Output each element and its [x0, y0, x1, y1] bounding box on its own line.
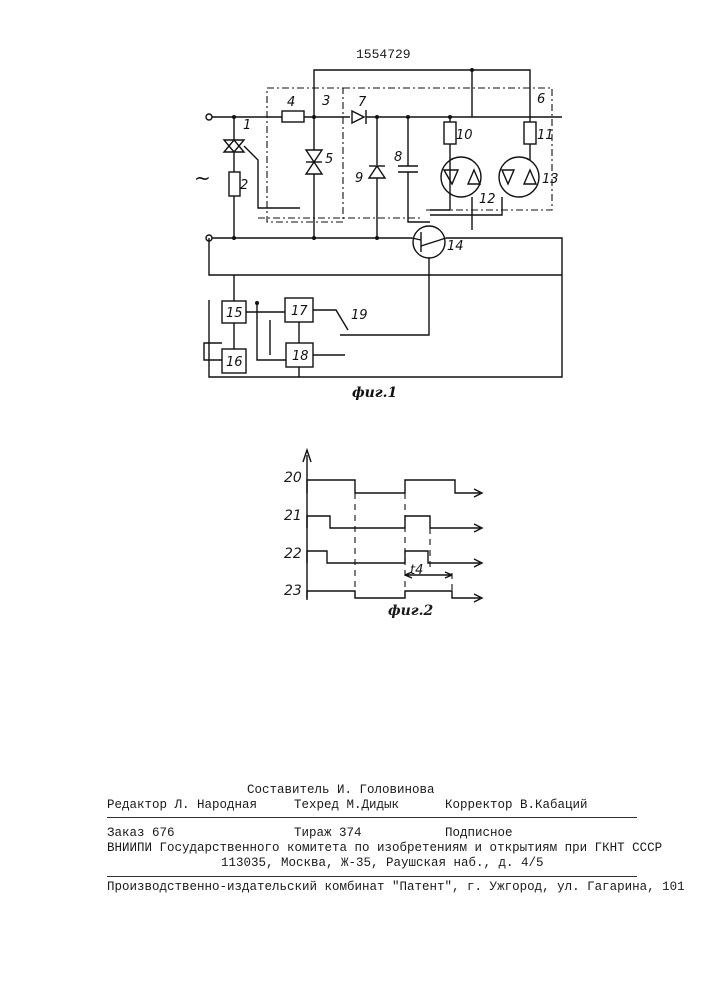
terminal-top	[206, 114, 212, 120]
optocoupler-12	[441, 157, 481, 197]
composer: Составитель И. Головинова	[247, 783, 435, 797]
label-16: 16	[226, 355, 243, 370]
label-13: 13	[542, 172, 559, 187]
publisher: Производственно-издательский комбинат "П…	[107, 880, 685, 894]
corrector: Корректор В.Кабаций	[445, 798, 588, 812]
label-9: 9	[355, 171, 363, 186]
rule-top	[107, 817, 637, 818]
row-label-21: 21	[284, 508, 302, 524]
label-17: 17	[291, 304, 308, 319]
order: Заказ 676	[107, 826, 175, 840]
institute: ВНИИПИ Государственного комитета по изоб…	[107, 841, 662, 855]
triac-1	[224, 140, 244, 152]
diode-7	[352, 111, 364, 123]
label-18: 18	[292, 349, 309, 364]
label-5: 5	[325, 152, 333, 167]
label-8: 8	[394, 150, 402, 165]
row-label-23: 23	[284, 583, 302, 599]
label-6: 6	[537, 92, 545, 107]
editor: Редактор Л. Народная	[107, 798, 257, 812]
transistor-14	[413, 226, 445, 258]
label-11: 11	[537, 128, 554, 143]
row-label-20: 20	[284, 470, 302, 486]
ac-symbol: ~	[194, 166, 211, 190]
axis-arrow	[303, 450, 311, 462]
address: 113035, Москва, Ж-35, Раушская наб., д. …	[221, 856, 544, 870]
label-1: 1	[243, 118, 251, 133]
label-12: 12	[479, 192, 496, 207]
figure-1-caption: фиг.1	[352, 385, 397, 401]
resistor-10	[444, 122, 456, 144]
figure-2-caption: фиг.2	[388, 603, 433, 619]
row-label-22: 22	[284, 546, 302, 562]
label-2: 2	[240, 178, 248, 193]
label-4: 4	[287, 95, 295, 110]
label-7: 7	[358, 95, 367, 110]
circulation: Тираж 374	[294, 826, 362, 840]
resistor-2	[229, 172, 240, 196]
figure-1-circuit: ~	[0, 0, 707, 420]
label-10: 10	[456, 128, 473, 143]
label-3: 3	[322, 94, 330, 109]
resistor-4	[282, 111, 304, 122]
label-14: 14	[447, 239, 464, 254]
label-15: 15	[226, 306, 243, 321]
subscription: Подписное	[445, 826, 513, 840]
rule-bottom	[107, 876, 637, 877]
interval-label: t4	[410, 563, 423, 578]
resistor-11	[524, 122, 536, 144]
techred: Техред М.Дидык	[294, 798, 399, 812]
label-19: 19	[351, 308, 368, 323]
